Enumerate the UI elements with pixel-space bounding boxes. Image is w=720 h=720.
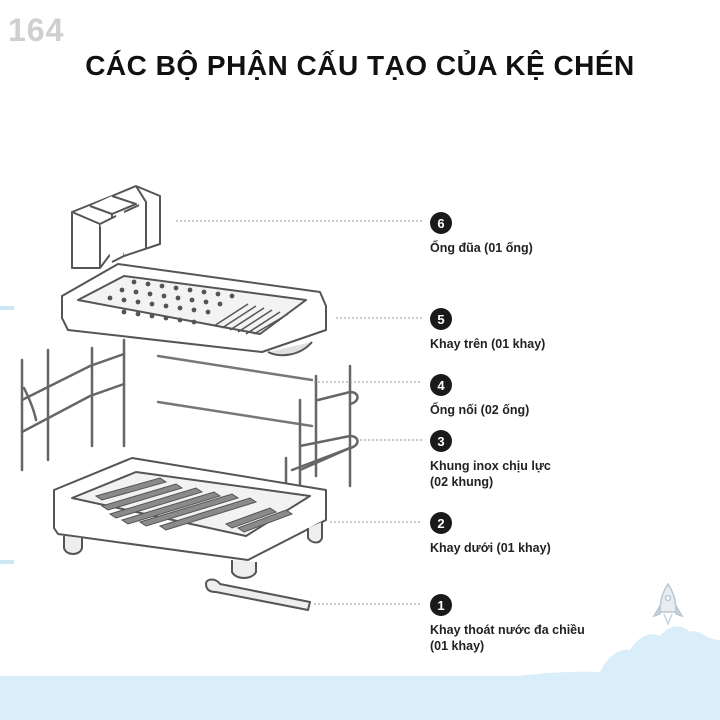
drainage-spout — [205, 578, 311, 611]
part-2-number-badge: 2 — [430, 512, 452, 534]
watermark-number: 164 — [8, 12, 65, 48]
part-1-number-badge: 1 — [430, 594, 452, 616]
part-1-label-line2: (01 khay) — [430, 639, 485, 653]
chopstick-holder — [71, 185, 161, 269]
leader-lines — [176, 220, 422, 605]
part-6-number-badge: 6 — [430, 212, 452, 234]
part-5: 5 Khay trên (01 khay) — [430, 308, 545, 352]
connector-tubes — [156, 354, 314, 428]
part-1-label-line1: Khay thoát nước đa chiều — [430, 623, 585, 637]
part-3-label-line1: Khung inox chịu lực — [430, 459, 551, 473]
part-3-number-badge: 3 — [430, 430, 452, 452]
stainless-frame-left — [20, 338, 126, 472]
part-4-label: Ống nối (02 ống) — [430, 403, 530, 417]
left-edge-accent — [0, 306, 14, 310]
part-4-number-badge: 4 — [430, 374, 452, 396]
part-3: 3 Khung inox chịu lực (02 khung) — [430, 430, 551, 490]
part-2-label: Khay dưới (01 khay) — [430, 541, 551, 555]
part-1-label: Khay thoát nước đa chiều (01 khay) — [430, 622, 585, 654]
part-5-label: Khay trên (01 khay) — [430, 337, 546, 351]
page-title: CÁC BỘ PHẬN CẤU TẠO CỦA KỆ CHÉN — [85, 50, 635, 81]
part-6: 6 Ống đũa (01 ống) — [430, 212, 533, 256]
left-edge-accent-2 — [0, 560, 14, 564]
part-3-label-line2: (02 khung) — [430, 475, 494, 489]
top-tray-holes — [107, 279, 235, 325]
sky-band — [0, 676, 720, 720]
top-tray-ribs — [213, 303, 289, 335]
part-5-number-badge: 5 — [430, 308, 452, 330]
part-6-label: Ống đũa (01 ống) — [430, 241, 533, 255]
rocket-icon — [652, 582, 684, 627]
part-2: 2 Khay dưới (01 khay) — [430, 512, 551, 556]
bottom-tray-ridges — [94, 477, 294, 533]
part-1: 1 Khay thoát nước đa chiều (01 khay) — [430, 594, 585, 654]
part-3-label: Khung inox chịu lực (02 khung) — [430, 458, 551, 490]
part-4: 4 Ống nối (02 ống) — [430, 374, 529, 418]
